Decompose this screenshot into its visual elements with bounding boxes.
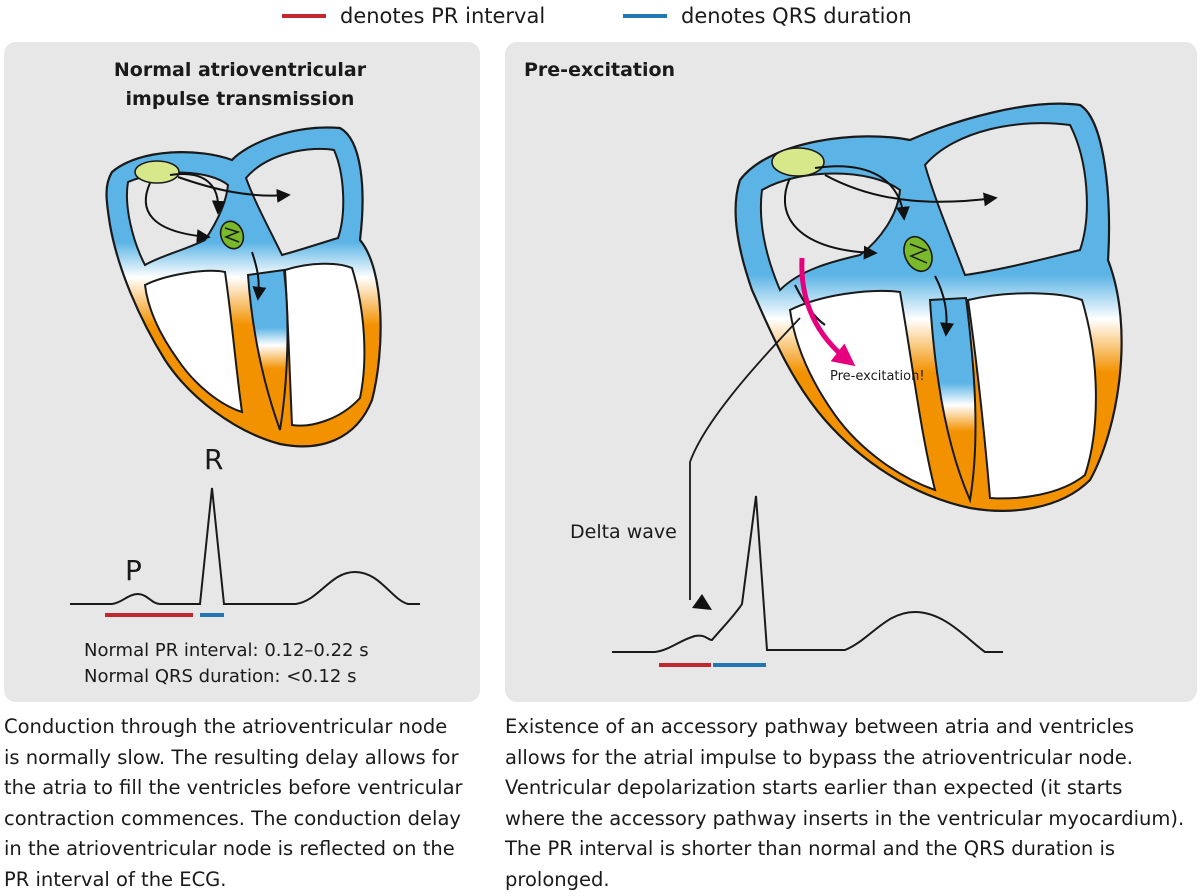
left-caption-line: PR interval of the ECG. — [4, 867, 227, 891]
preexcitation-ecg — [612, 495, 1003, 667]
left-caption-line: is normally slow. The resulting delay al… — [4, 745, 459, 769]
conduction-arrow — [177, 176, 291, 203]
right-panel-title: Pre-excitation — [524, 59, 676, 81]
right-caption-line: where the accessory pathway inserts in t… — [505, 806, 1185, 830]
preexcitation-label: Pre-excitation! — [830, 369, 925, 384]
left-caption-line: the atria to fill the ventricles before … — [4, 776, 463, 800]
right-caption-line: Ventricular depolarization starts earlie… — [505, 776, 1123, 800]
conduction-arrow — [251, 251, 267, 301]
left-panel-title: Normal atrioventricular impulse transmis… — [40, 56, 440, 114]
ecg-label-p: P — [125, 554, 142, 587]
delta-wave-label: Delta wave — [570, 521, 677, 543]
left-caption-line: in the atrioventricular node is reflecte… — [4, 837, 455, 861]
left-caption-line: contraction commences. The conduction de… — [4, 806, 461, 830]
right-caption-line: allows for the atrial impulse to bypass … — [505, 745, 1133, 769]
conduction-arrow — [783, 177, 878, 260]
conduction-arrow — [824, 174, 998, 207]
normal-pr-note: Normal PR interval: 0.12–0.22 s — [84, 640, 369, 661]
conduction-arrow — [934, 275, 954, 337]
conduction-arrow — [169, 173, 226, 215]
legend-pr: denotes PR interval — [282, 2, 545, 30]
right-atria-cavity-b — [923, 122, 1088, 277]
normal-ecg — [70, 487, 420, 617]
preexcitation-arrow — [799, 257, 856, 367]
left-caption: Conduction through the atrioventricular … — [4, 712, 484, 896]
right-caption-line: Existence of an accessory pathway betwee… — [505, 715, 1135, 738]
right-caption-line: The PR interval is shorter than normal a… — [505, 837, 1116, 861]
legend-qrs: denotes QRS duration — [623, 2, 912, 30]
right-atrial-cavity — [244, 147, 345, 257]
sa-node-right — [771, 147, 825, 177]
legend-pr-label: denotes PR interval — [340, 4, 546, 28]
preexcitation-heart — [689, 102, 1123, 610]
preexcitation-ecg-trace — [612, 495, 1003, 653]
conduction-arrow — [814, 165, 910, 221]
sa-node-left — [134, 160, 180, 184]
normal-qrs-note: Normal QRS duration: <0.12 s — [84, 666, 357, 687]
left-title-line2: impulse transmission — [125, 88, 355, 110]
right-caption: Existence of an accessory pathway betwee… — [505, 712, 1197, 896]
legend-qrs-label: denotes QRS duration — [681, 4, 912, 28]
delta-pointer-head — [692, 594, 712, 610]
delta-wave-pointer — [689, 317, 801, 600]
normal-heart — [105, 126, 382, 448]
right-ventricle-cavity — [283, 262, 366, 427]
right-rv-cavity — [966, 292, 1097, 500]
conduction-arrow — [144, 182, 211, 244]
pr-interval-swatch — [282, 14, 326, 18]
ecg-label-r: R — [204, 443, 224, 476]
right-septum — [928, 296, 977, 504]
right-atria-cavity-a — [759, 172, 902, 292]
left-ventricle-cavity — [143, 269, 244, 414]
septum — [246, 268, 289, 431]
normal-ecg-trace — [70, 487, 420, 605]
qrs-duration-swatch — [623, 14, 667, 18]
right-caption-line: prolonged. — [505, 867, 610, 891]
left-caption-line: Conduction through the atrioventricular … — [4, 715, 448, 738]
left-title-line1: Normal atrioventricular — [113, 59, 367, 81]
